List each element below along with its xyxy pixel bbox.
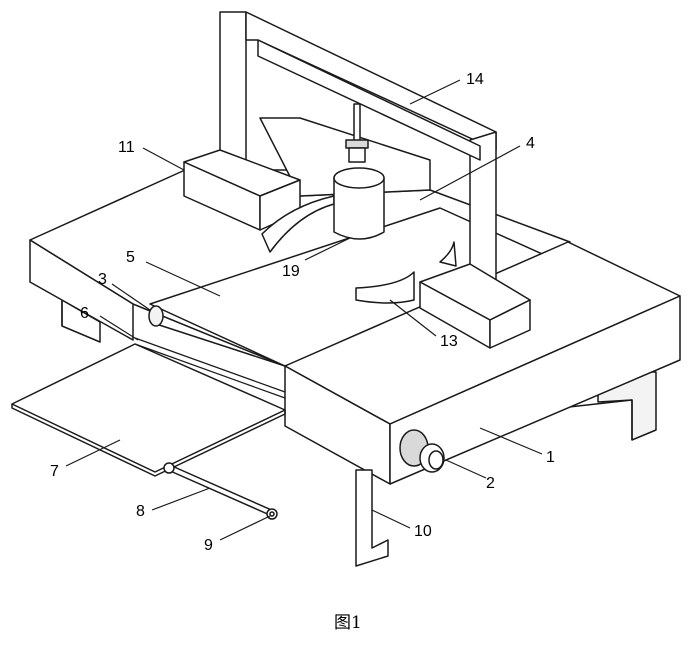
label-11: 11 — [118, 139, 135, 156]
conveyor-belt — [134, 207, 561, 399]
label-5: 5 — [126, 249, 135, 266]
label-2: 2 — [486, 475, 495, 492]
figure-caption: 图1 — [334, 613, 362, 633]
label-9: 9 — [204, 537, 213, 554]
support-strut — [163, 462, 278, 520]
gantry-frame — [219, 11, 497, 305]
reference-numerals: 14 11 4 5 19 3 6 13 1 2 7 10 8 9 — [50, 71, 555, 554]
adjust-knob — [399, 429, 445, 473]
right-clamp-block — [355, 241, 531, 349]
label-19: 19 — [282, 263, 300, 280]
label-10: 10 — [414, 523, 432, 540]
label-1: 1 — [546, 449, 555, 466]
front-leg — [355, 469, 389, 567]
label-3: 3 — [98, 271, 107, 288]
feed-plate — [11, 343, 286, 477]
cutter-assembly — [333, 103, 385, 240]
leader-lines — [65, 79, 543, 541]
label-4: 4 — [526, 135, 535, 152]
label-14: 14 — [466, 71, 484, 88]
label-13: 13 — [440, 333, 458, 350]
label-7: 7 — [50, 463, 59, 480]
label-6: 6 — [80, 305, 89, 322]
left-clamp-block — [183, 149, 335, 253]
label-8: 8 — [136, 503, 145, 520]
